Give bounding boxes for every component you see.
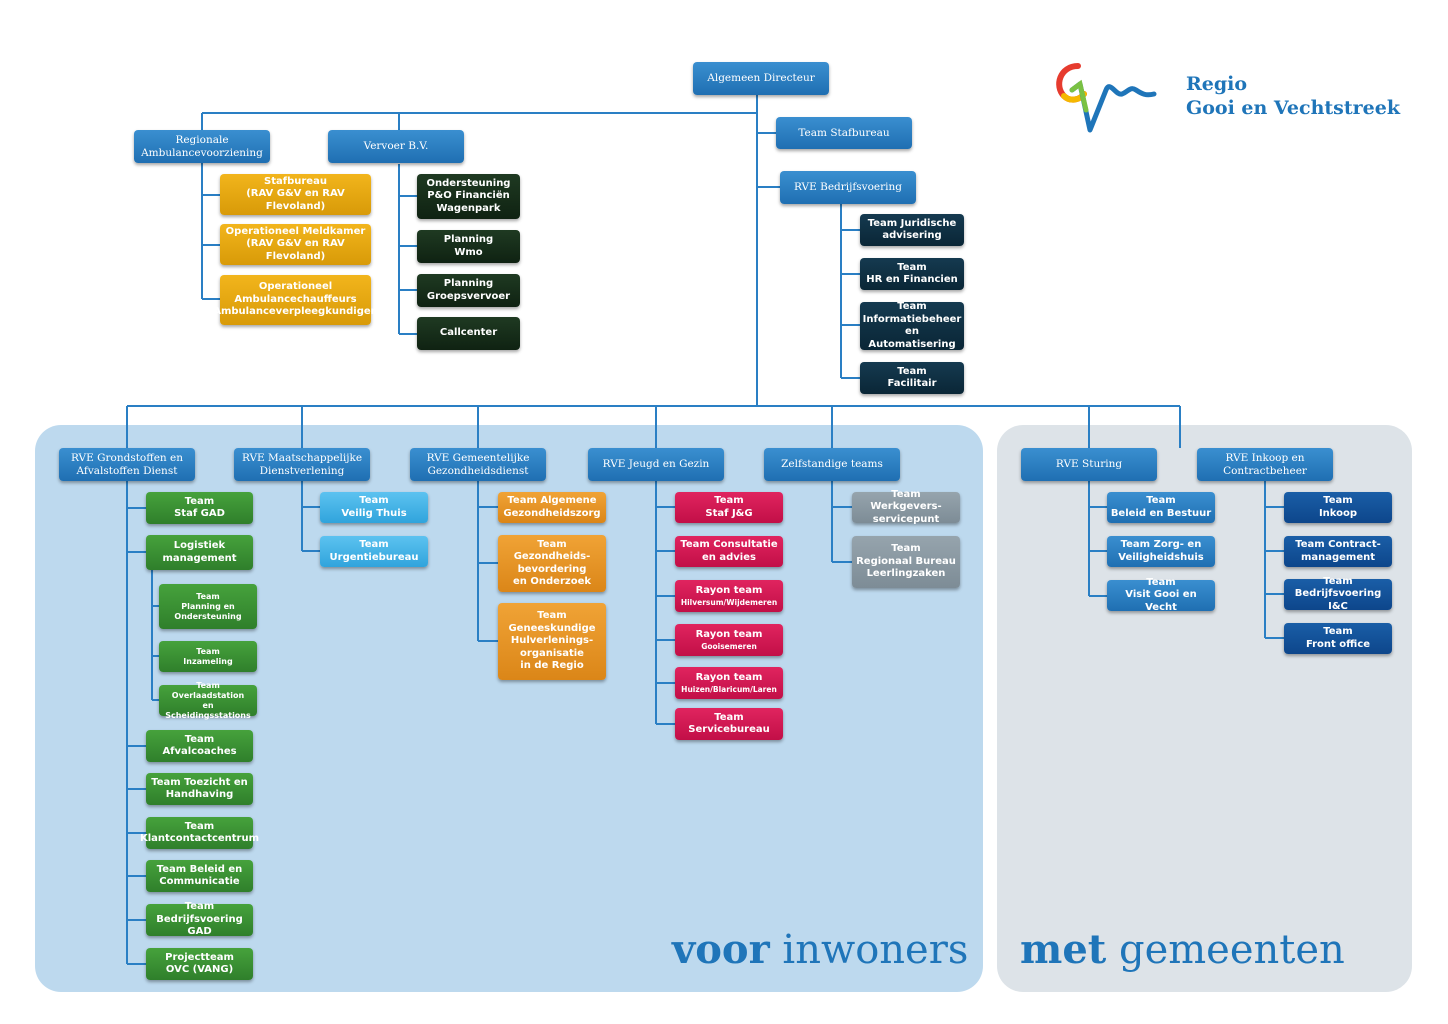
rayon-team-title: Rayon team: [695, 629, 763, 641]
box-team-staf-jg[interactable]: Team Staf J&G: [675, 492, 783, 523]
box-team-beleid-communicatie[interactable]: Team Beleid en Communicatie: [146, 860, 253, 892]
rayon-team-subtitle: Huizen/Blaricum/Laren: [681, 684, 777, 694]
box-team-bedrijfsvoering-ic[interactable]: Team Bedrijfsvoering I&C: [1284, 576, 1392, 612]
box-team-staf-gad[interactable]: Team Staf GAD: [146, 492, 253, 524]
box-team-consultatie-advies[interactable]: Team Consultatie en advies: [675, 536, 783, 567]
logo-text: Regio Gooi en Vechtstreek: [1186, 73, 1400, 119]
box-team-informatiebeheer[interactable]: Team Informatiebeheer en Automatisering: [860, 301, 964, 350]
box-team-juridische-advisering[interactable]: Team Juridische advisering: [860, 214, 964, 246]
rayon-team-title: Rayon team: [695, 672, 763, 684]
panel-label-met-gemeenten: met gemeenten: [1020, 926, 1345, 973]
box-team-regionaal-bureau-leerlingzaken[interactable]: Team Regionaal Bureau Leerlingzaken: [852, 536, 960, 588]
box-team-klantcontactcentrum[interactable]: Team Klantcontactcentrum: [140, 817, 259, 849]
box-rve-maatschappelijke[interactable]: RVE Maatschappelijke Dienstverlening: [234, 448, 370, 481]
box-rav-operationeel-ambulance[interactable]: Operationeel Ambulancechauffeurs Ambulan…: [213, 275, 378, 325]
box-rve-gemeentelijke-gezondheidsdienst[interactable]: RVE Gemeentelijke Gezondheidsdienst: [410, 448, 546, 481]
box-team-visit-gooi-vecht[interactable]: Team Visit Gooi en Vecht: [1107, 577, 1215, 613]
box-rav-stafbureau[interactable]: Stafbureau (RAV G&V en RAV Flevoland): [220, 174, 371, 215]
box-projectteam-ovc[interactable]: Projectteam OVC (VANG): [146, 948, 253, 980]
box-team-inkoop[interactable]: Team Inkoop: [1284, 492, 1392, 523]
box-team-servicebureau[interactable]: Team Servicebureau: [675, 708, 783, 740]
box-team-toezicht-handhaving[interactable]: Team Toezicht en Handhaving: [146, 773, 253, 805]
box-planning-wmo[interactable]: Planning Wmo: [417, 230, 520, 263]
box-team-hr-financien[interactable]: Team HR en Financien: [860, 258, 964, 290]
box-rav-operationeel-meldkamer[interactable]: Operationeel Meldkamer (RAV G&V en RAV F…: [220, 224, 371, 265]
rayon-team-subtitle: Gooisemeren: [701, 641, 757, 651]
box-regionale-ambulancevoorziening[interactable]: Regionale Ambulancevoorziening: [134, 130, 270, 163]
box-team-overlaadstation[interactable]: Team Overlaadstation en Scheidingsstatio…: [159, 681, 257, 720]
box-vervoer-bv[interactable]: Vervoer B.V.: [328, 130, 464, 163]
panel-label-voor-inwoners: voor inwoners: [672, 926, 969, 973]
box-team-zorg-veiligheidshuis[interactable]: Team Zorg- en Veiligheidshuis: [1107, 536, 1215, 567]
box-ondersteuning-po[interactable]: Ondersteuning P&O Financiën Wagenpark: [417, 174, 520, 219]
box-team-gezondheidsbevordering[interactable]: Team Gezondheids- bevordering en Onderzo…: [498, 535, 606, 592]
box-rve-sturing[interactable]: RVE Sturing: [1021, 448, 1157, 481]
box-team-urgentiebureau[interactable]: Team Urgentiebureau: [320, 536, 428, 567]
box-rve-jeugd-en-gezin[interactable]: RVE Jeugd en Gezin: [588, 448, 724, 481]
box-rayon-team-gooisemeren[interactable]: Rayon team Gooisemeren: [675, 624, 783, 656]
box-team-contractmanagement[interactable]: Team Contract- management: [1284, 536, 1392, 567]
box-rve-inkoop-contractbeheer[interactable]: RVE Inkoop en Contractbeheer: [1197, 448, 1333, 481]
box-team-werkgeversservicepunt[interactable]: Team Werkgevers- servicepunt: [852, 489, 960, 525]
rayon-team-title: Rayon team: [695, 585, 763, 597]
box-team-beleid-bestuur[interactable]: Team Beleid en Bestuur: [1107, 492, 1215, 523]
box-team-facilitair[interactable]: Team Facilitair: [860, 362, 964, 394]
box-logistiek-management[interactable]: Logistiek management: [146, 535, 253, 570]
logo-wave-green: [1069, 79, 1089, 113]
box-team-stafbureau[interactable]: Team Stafbureau: [776, 117, 912, 149]
box-team-veilig-thuis[interactable]: Team Veilig Thuis: [320, 492, 428, 523]
box-rayon-team-huizen[interactable]: Rayon team Huizen/Blaricum/Laren: [675, 667, 783, 699]
box-team-planning-ondersteuning[interactable]: Team Planning en Ondersteuning: [159, 584, 257, 629]
box-rayon-team-hilversum[interactable]: Rayon team Hilversum/Wijdemeren: [675, 580, 783, 612]
box-team-front-office[interactable]: Team Front office: [1284, 623, 1392, 654]
box-team-ghor[interactable]: Team Geneeskundige Hulverlenings- organi…: [498, 603, 606, 680]
box-team-inzameling[interactable]: Team Inzameling: [159, 641, 257, 672]
logo-wave: [1069, 81, 1157, 133]
box-callcenter[interactable]: Callcenter: [417, 317, 520, 350]
box-algemeen-directeur[interactable]: Algemeen Directeur: [693, 62, 829, 95]
box-team-afvalcoaches[interactable]: Team Afvalcoaches: [146, 730, 253, 762]
regio-logo: [1056, 63, 1157, 133]
box-rve-grondstoffen[interactable]: RVE Grondstoffen en Afvalstoffen Dienst: [59, 448, 195, 481]
rayon-team-subtitle: Hilversum/Wijdemeren: [680, 597, 778, 607]
box-rve-bedrijfsvoering[interactable]: RVE Bedrijfsvoering: [780, 171, 916, 204]
box-team-algemene-gezondheidszorg[interactable]: Team Algemene Gezondheidszorg: [498, 492, 606, 523]
box-planning-groepsvervoer[interactable]: Planning Groepsvervoer: [417, 274, 520, 307]
box-team-bedrijfsvoering-gad[interactable]: Team Bedrijfsvoering GAD: [146, 901, 253, 937]
box-zelfstandige-teams[interactable]: Zelfstandige teams: [764, 448, 900, 481]
